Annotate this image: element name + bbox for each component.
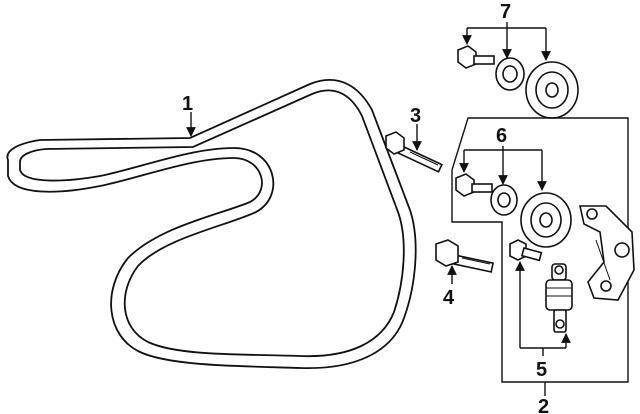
tensioner-damper-5[interactable]	[545, 263, 573, 333]
tensioner-assembly-box	[451, 117, 629, 383]
idler-pulley-assembly-7[interactable]	[457, 45, 579, 119]
callout-6: 6	[496, 125, 507, 147]
callout-4: 4	[443, 287, 455, 309]
callout-2: 2	[538, 396, 549, 414]
drive-belt[interactable]	[6, 79, 417, 369]
callout-7-leader	[462, 22, 551, 61]
bolt-3[interactable]	[385, 131, 443, 173]
bolt-4[interactable]	[435, 239, 494, 273]
tensioner-bracket[interactable]	[579, 205, 635, 301]
callout-1: 1	[182, 93, 193, 115]
tensioner-bolt-5[interactable]	[509, 239, 543, 262]
callout-3: 3	[410, 105, 421, 127]
tensioner-pulley-6[interactable]	[455, 173, 572, 248]
callout-7: 7	[500, 1, 511, 23]
callout-5-leader	[515, 261, 571, 356]
callout-6-leader	[459, 146, 547, 191]
callout-5: 5	[536, 359, 547, 381]
